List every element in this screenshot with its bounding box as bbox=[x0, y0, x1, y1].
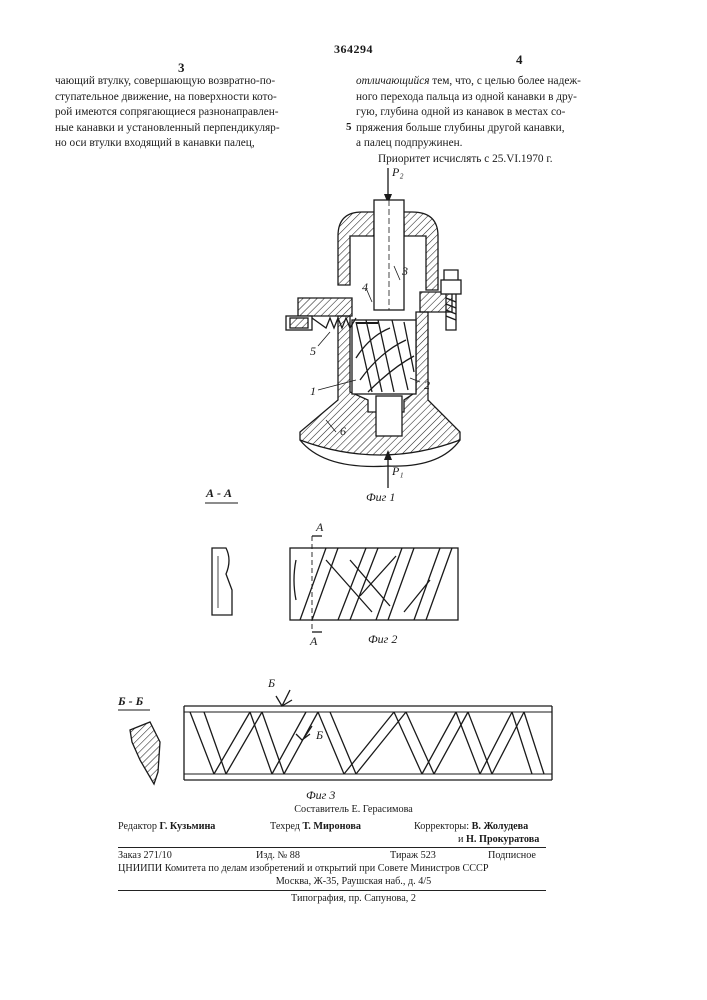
typography-line: Типография, пр. Сапунова, 2 bbox=[0, 892, 707, 905]
figure-2-drawing bbox=[212, 536, 458, 632]
compiler-line: Составитель Е. Герасимова bbox=[0, 803, 707, 816]
figure-3-drawing bbox=[130, 690, 552, 784]
address-line: Москва, Ж-35, Раушская наб., д. 4/5 bbox=[0, 875, 707, 888]
figures-drawing bbox=[0, 0, 707, 820]
force-label-p2: P₂ bbox=[392, 165, 404, 180]
part-label-1: 1 bbox=[310, 384, 316, 399]
order-number: Заказ 271/10 bbox=[118, 849, 172, 862]
part-label-5: 5 bbox=[310, 344, 316, 359]
figure-2-caption: Фиг 2 bbox=[368, 632, 397, 647]
section-b-b-label: Б - Б bbox=[118, 694, 143, 709]
techred-label: Техред bbox=[270, 821, 300, 832]
cut-label-a-bottom: А bbox=[310, 634, 317, 649]
editor-label: Редактор bbox=[118, 821, 157, 832]
and-word: и bbox=[458, 834, 463, 845]
corrector-1: В. Жолудева bbox=[472, 821, 529, 832]
techred-line: Техред Т. Миронова bbox=[270, 820, 361, 833]
cut-label-b-top: Б bbox=[268, 676, 275, 691]
section-a-a-label: А - А bbox=[206, 486, 232, 501]
editor-line: Редактор Г. Кузьмина bbox=[118, 820, 215, 833]
cut-label-b-mid: Б bbox=[316, 728, 323, 743]
figure-3-caption: Фиг 3 bbox=[306, 788, 335, 803]
correctors-line: Корректоры: В. Жолудева bbox=[414, 820, 528, 833]
techred-name: Т. Миронова bbox=[303, 821, 361, 832]
figure-1-drawing bbox=[286, 168, 461, 488]
cut-label-a-top: А bbox=[316, 520, 323, 535]
part-label-6: 6 bbox=[340, 424, 346, 439]
force-label-p1: P₁ bbox=[392, 464, 404, 479]
editor-name: Г. Кузьмина bbox=[160, 821, 216, 832]
print-run: Тираж 523 bbox=[390, 849, 436, 862]
subscription-note: Подписное bbox=[488, 849, 536, 862]
corrector-2: Н. Прокуратова bbox=[466, 834, 539, 845]
part-label-3: 3 bbox=[402, 264, 408, 279]
footer-divider-top bbox=[118, 847, 546, 848]
figure-1-caption: Фиг 1 bbox=[366, 490, 395, 505]
part-label-2: 2 bbox=[424, 378, 430, 393]
organization-line: ЦНИИПИ Комитета по делам изобретений и о… bbox=[118, 862, 548, 875]
correctors-line-2: и Н. Прокуратова bbox=[458, 833, 539, 846]
part-label-4: 4 bbox=[362, 280, 368, 295]
publication-number: Изд. № 88 bbox=[256, 849, 300, 862]
correctors-label: Корректоры: bbox=[414, 821, 469, 832]
footer-divider-bottom bbox=[118, 890, 546, 891]
